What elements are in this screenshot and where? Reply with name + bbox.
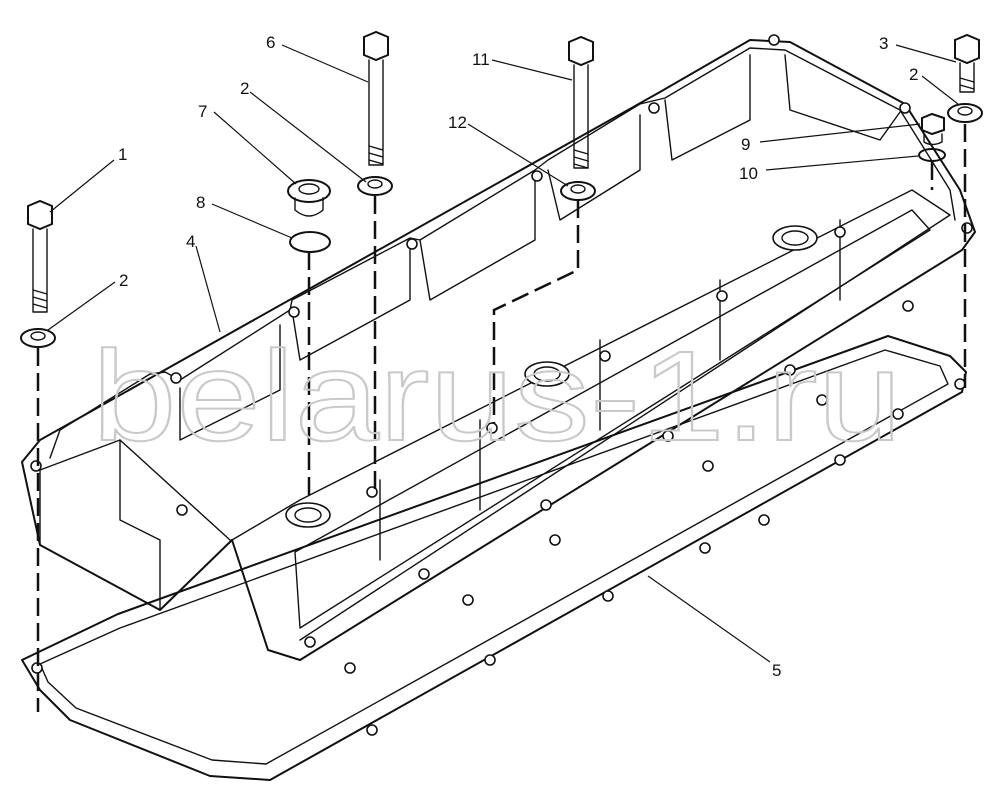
- plug-part-7: [287, 179, 331, 217]
- o-ring-part-8: [289, 231, 331, 253]
- o-ring-part-10: [918, 148, 946, 162]
- bolt-part-1: [27, 199, 53, 313]
- bolt-part-11: [568, 35, 594, 169]
- callout-9: 9: [741, 135, 750, 154]
- assembly-alignment-lines: [36, 124, 967, 712]
- callout-1: 1: [118, 145, 127, 164]
- cover-bolt-holes: [30, 34, 973, 648]
- bolt-part-3: [954, 33, 980, 93]
- callout-4: 4: [186, 232, 195, 251]
- gasket-bolt-holes: [31, 378, 966, 736]
- plug-part-9: [921, 112, 945, 146]
- leader-lines: [47, 44, 959, 663]
- callout-10: 10: [739, 164, 758, 183]
- gasket-part: [21, 335, 967, 781]
- callout-3: 3: [879, 34, 888, 53]
- watermark-text: belarus-1.ru: [92, 325, 902, 468]
- callout-6: 6: [266, 33, 275, 52]
- callout-2-left: 2: [119, 271, 128, 290]
- callout-5: 5: [772, 661, 781, 680]
- washer-part-2-right: [947, 103, 983, 123]
- callout-2-middle: 2: [240, 79, 249, 98]
- callout-7: 7: [198, 102, 207, 121]
- callout-2-right: 2: [909, 65, 918, 84]
- callout-11: 11: [472, 50, 490, 69]
- washer-part-2-middle: [357, 176, 393, 196]
- valve-cover-part: [21, 34, 976, 661]
- washer-part-2-left: [20, 328, 56, 348]
- callout-labels: 1 2 2 2 3 4 5 6 7 8 9 10 11 12: [118, 33, 918, 680]
- bolt-part-6: [363, 30, 389, 166]
- callout-8: 8: [196, 193, 205, 212]
- callout-12: 12: [448, 113, 467, 132]
